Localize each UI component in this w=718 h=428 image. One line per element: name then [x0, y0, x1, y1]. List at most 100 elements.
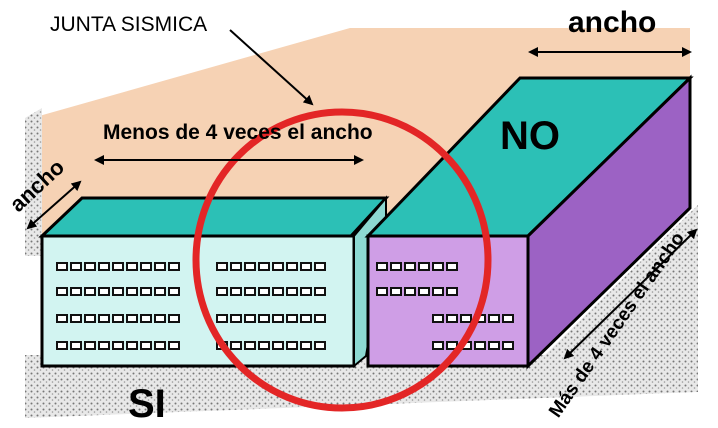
- window-pane: [274, 316, 282, 321]
- window-pane: [58, 289, 66, 294]
- joint-pointer-arrow: [229, 29, 314, 106]
- window-pane: [288, 289, 296, 294]
- window-pane: [462, 343, 470, 348]
- window-pane: [232, 289, 240, 294]
- window-pane: [316, 343, 324, 348]
- window-pane: [114, 264, 122, 269]
- window-pane: [232, 343, 240, 348]
- window-pane: [58, 264, 66, 269]
- window-pane: [232, 316, 240, 321]
- window-pane: [406, 264, 414, 269]
- bad-case-label: NO: [500, 114, 560, 158]
- window-pane: [114, 289, 122, 294]
- window-pane: [58, 343, 66, 348]
- window-pane: [302, 289, 310, 294]
- window-pane: [142, 343, 150, 348]
- window-pane: [100, 289, 108, 294]
- window-pane: [462, 316, 470, 321]
- short-length-label: Menos de 4 veces el ancho: [103, 121, 373, 144]
- window-pane: [156, 264, 164, 269]
- window-pane: [114, 316, 122, 321]
- window-pane: [128, 343, 136, 348]
- window-pane: [420, 289, 428, 294]
- window-pane: [246, 289, 254, 294]
- window-pane: [72, 343, 80, 348]
- window-pane: [504, 343, 512, 348]
- window-pane: [86, 316, 94, 321]
- window-pane: [100, 316, 108, 321]
- window-pane: [434, 316, 442, 321]
- left-building-roof: [38, 196, 390, 238]
- window-pane: [128, 264, 136, 269]
- window-pane: [100, 264, 108, 269]
- window-pane: [316, 264, 324, 269]
- window-pane: [274, 264, 282, 269]
- window-pane: [490, 316, 498, 321]
- window-pane: [378, 289, 386, 294]
- window-pane: [86, 289, 94, 294]
- window-pane: [170, 289, 178, 294]
- window-pane: [274, 343, 282, 348]
- window-pane: [392, 289, 400, 294]
- window-pane: [58, 316, 66, 321]
- window-pane: [378, 264, 386, 269]
- window-pane: [142, 289, 150, 294]
- window-pane: [72, 289, 80, 294]
- window-pane: [302, 343, 310, 348]
- window-pane: [302, 264, 310, 269]
- window-pane: [246, 264, 254, 269]
- seismic-joint-circle: [192, 108, 492, 412]
- window-pane: [246, 316, 254, 321]
- window-pane: [156, 289, 164, 294]
- window-pane: [504, 316, 512, 321]
- top-width-label: ancho: [568, 6, 657, 39]
- window-pane: [316, 289, 324, 294]
- right-building-windows: [376, 262, 514, 350]
- window-pane: [434, 343, 442, 348]
- window-pane: [170, 264, 178, 269]
- window-pane: [170, 316, 178, 321]
- window-pane: [142, 264, 150, 269]
- window-pane: [218, 316, 226, 321]
- seismic-joint-label: JUNTA SISMICA: [50, 13, 208, 36]
- window-pane: [246, 343, 254, 348]
- window-pane: [434, 289, 442, 294]
- window-pane: [420, 264, 428, 269]
- window-pane: [128, 316, 136, 321]
- window-pane: [448, 316, 456, 321]
- window-pane: [392, 264, 400, 269]
- window-pane: [260, 316, 268, 321]
- window-pane: [448, 343, 456, 348]
- window-pane: [476, 316, 484, 321]
- window-pane: [260, 264, 268, 269]
- left-building-windows: [56, 262, 326, 350]
- window-pane: [72, 316, 80, 321]
- window-pane: [218, 264, 226, 269]
- window-pane: [218, 289, 226, 294]
- window-pane: [274, 289, 282, 294]
- window-pane: [260, 289, 268, 294]
- window-pane: [232, 264, 240, 269]
- window-pane: [316, 316, 324, 321]
- window-pane: [288, 316, 296, 321]
- window-pane: [448, 289, 456, 294]
- window-pane: [448, 264, 456, 269]
- window-pane: [72, 264, 80, 269]
- window-pane: [156, 316, 164, 321]
- window-pane: [434, 264, 442, 269]
- window-pane: [100, 343, 108, 348]
- window-pane: [406, 289, 414, 294]
- window-pane: [260, 343, 268, 348]
- window-pane: [128, 289, 136, 294]
- window-pane: [114, 343, 122, 348]
- long-length-arrow: [563, 228, 698, 360]
- window-pane: [302, 316, 310, 321]
- left-building: [38, 195, 390, 369]
- left-width-arrow: [26, 180, 82, 230]
- good-case-label: SI: [128, 382, 166, 426]
- window-pane: [86, 343, 94, 348]
- window-pane: [156, 343, 164, 348]
- window-pane: [490, 343, 498, 348]
